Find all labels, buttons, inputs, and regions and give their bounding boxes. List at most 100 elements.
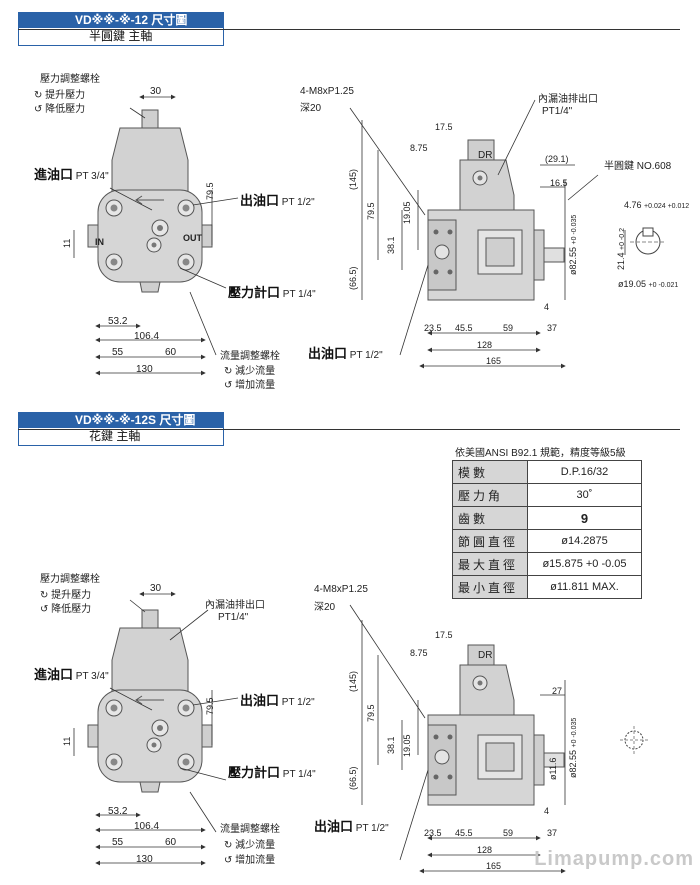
cw-arrow-icon: ↻ — [34, 90, 46, 101]
s1-dim-38-1: 38.1 — [386, 236, 396, 254]
s1-dim-16-5: 16.5 — [550, 178, 568, 188]
s2-inlet-size: PT 3/4" — [75, 671, 109, 682]
s1-dim-19-05b-value: ø19.05 — [618, 279, 647, 289]
s2-inlet-text: 進油口 — [34, 667, 74, 682]
s2-dim-60: 60 — [165, 837, 177, 848]
s1-front-view — [87, 109, 213, 293]
cw-arrow-icon: ↻ — [40, 590, 52, 601]
s1-bolt: 4-M8xP1.25 — [300, 86, 354, 97]
s2-dim-shaft-value: ø82.55 — [568, 749, 578, 778]
s1-dim-79-5: 79.5 — [205, 182, 215, 200]
s2-gauge-size: PT 1/4" — [282, 769, 316, 780]
ccw-arrow-icon: ↺ — [40, 604, 52, 615]
s1-dim-165: 165 — [486, 356, 502, 366]
s1-increase-flow-text: 增加流量 — [235, 380, 276, 391]
s1-dim-19-05: 19.05 — [402, 201, 412, 224]
s1-outlet-size: PT 1/2" — [281, 197, 315, 208]
s1-dim-37: 37 — [547, 323, 558, 333]
spec-value: ø11.811 MAX. — [527, 575, 642, 599]
s2-dim-4: 4 — [544, 806, 550, 816]
s1-dim-128: 128 — [477, 340, 493, 350]
s2-reduce-flow-text: 減少流量 — [235, 840, 276, 851]
s2-dim-145: (145) — [348, 670, 358, 692]
s1-lower-pressure-text: 降低壓力 — [45, 104, 86, 115]
watermark: Limapump.com — [534, 848, 694, 870]
s1-outlet-b-text: 出油口 — [308, 346, 348, 361]
section2-subtitle: 花鍵 主軸 — [89, 429, 141, 443]
s2-reduce-flow: ↻ 減少流量 — [224, 836, 275, 851]
s2-front-view — [87, 609, 213, 793]
spec-value: ø15.875 +0 -0.05 — [527, 552, 642, 576]
spec-value: D.P.16/32 — [527, 460, 642, 484]
s1-dim-21-4-value: 21.4 — [616, 252, 626, 270]
s1-lower-pressure: ↺ 降低壓力 — [34, 100, 85, 115]
s2-dim-shaft: ø82.55 +0 -0.035 — [568, 718, 578, 778]
s1-flow-screw-label: 流量調整螺栓 — [220, 351, 280, 362]
s2-dim-53-2: 53.2 — [108, 806, 128, 817]
spec-label: 模數 — [452, 460, 528, 484]
s1-dimension-lines — [73, 94, 626, 376]
s2-gauge: 壓力計口 PT 1/4" — [228, 762, 316, 781]
s1-dim-shaft-value: ø82.55 — [568, 246, 578, 275]
s2-spline-detail — [620, 726, 648, 754]
s1-dim-130: 130 — [136, 364, 153, 375]
s2-dim-8-75: 8.75 — [410, 648, 428, 658]
s1-dim-8-75: 8.75 — [410, 143, 428, 153]
s1-gauge-text: 壓力計口 — [228, 285, 281, 300]
s1-out-mark: OUT — [183, 233, 202, 243]
s2-dim-66-5: (66.5) — [348, 766, 358, 790]
s2-dim-17-5: 17.5 — [435, 630, 453, 640]
spec-value: 9 — [527, 506, 642, 530]
s1-dr: DR — [478, 150, 493, 161]
section2-title: VD※※-※-12S 尺寸圖 — [19, 413, 223, 428]
spec-value: ø14.2875 — [527, 529, 642, 553]
s1-outlet: 出油口 PT 1/2" — [240, 190, 315, 209]
s2-pressure-screw-label: 壓力調整螺栓 — [40, 574, 100, 585]
s1-inlet-text: 進油口 — [34, 167, 74, 182]
s2-gauge-text: 壓力計口 — [228, 765, 281, 780]
cw-arrow-icon: ↻ — [224, 366, 236, 377]
s1-dim-23-5: 23.5 — [424, 323, 442, 333]
s2-raise-pressure: ↻ 提升壓力 — [40, 586, 91, 601]
s1-inlet: 進油口 PT 3/4" — [34, 164, 109, 183]
s2-dim-165: 165 — [486, 861, 502, 871]
s1-dim-60: 60 — [165, 347, 177, 358]
s1-dim-4-76-tol: +0.024 +0.012 — [644, 203, 690, 210]
s1-dim-19-05b: ø19.05 +0 -0.021 — [618, 279, 678, 289]
s1-gauge-size: PT 1/4" — [282, 289, 316, 300]
s2-dim-11: 11 — [62, 736, 72, 746]
s1-dim-4-76-value: 4.76 — [624, 200, 642, 210]
s2-raise-pressure-text: 提升壓力 — [51, 590, 92, 601]
s2-dim-45-5: 45.5 — [455, 828, 473, 838]
s1-drain-size: PT1/4" — [542, 106, 573, 117]
s1-dim-21-4-tol: +0 -0.2 — [619, 227, 626, 250]
s2-dim-79-5b: 79.5 — [366, 704, 376, 722]
s1-key-detail — [630, 227, 666, 255]
spec-caption: 依美國ANSI B92.1 規範，精度等級5級 — [455, 448, 626, 459]
s1-dim-66-5: (66.5) — [348, 266, 358, 290]
s1-dim-shaft-tol: +0 -0.035 — [571, 214, 578, 245]
s2-dim-27: 27 — [552, 686, 563, 696]
s2-increase-flow: ↺ 增加流量 — [224, 851, 275, 866]
spec-label: 最大直徑 — [452, 552, 528, 576]
s2-drain: 內漏油排出口 — [205, 600, 265, 611]
s2-dim-79-5: 79.5 — [205, 697, 215, 715]
s1-dim-4-76: 4.76 +0.024 +0.012 — [624, 200, 689, 210]
s1-depth: 深20 — [300, 103, 322, 114]
s1-dim-shaft: ø82.55 +0 -0.035 — [568, 215, 578, 275]
s2-flow-screw-label: 流量調整螺栓 — [220, 824, 280, 835]
s1-drain: 內漏油排出口 — [538, 94, 598, 105]
s1-dim-45-5: 45.5 — [455, 323, 473, 333]
s2-dim-23-5: 23.5 — [424, 828, 442, 838]
s1-side-view — [427, 139, 565, 301]
s1-gauge: 壓力計口 PT 1/4" — [228, 282, 316, 301]
section1-subtitle: 半圓鍵 主軸 — [89, 29, 153, 43]
spec-label: 齒數 — [452, 506, 528, 530]
s1-outlet-b-size: PT 1/2" — [349, 350, 383, 361]
